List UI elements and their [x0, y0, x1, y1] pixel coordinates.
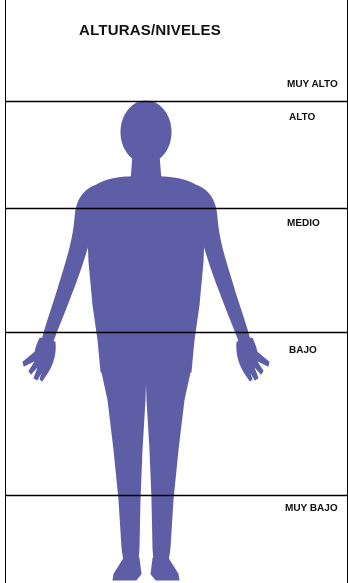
- human-silhouette: [23, 101, 269, 580]
- level-label-alto: ALTO: [289, 112, 315, 123]
- level-label-bajo: BAJO: [289, 345, 317, 356]
- right-leg: [146, 368, 191, 562]
- left-leg: [101, 368, 146, 562]
- level-label-muy-bajo: MUY BAJO: [285, 503, 338, 514]
- left-foot: [113, 558, 141, 580]
- head: [121, 101, 171, 163]
- diagram-title: ALTURAS/NIVELES: [0, 22, 324, 39]
- right-foot: [151, 558, 179, 580]
- right-hand: [237, 338, 269, 381]
- torso: [87, 177, 205, 372]
- level-label-muy-alto: MUY ALTO: [287, 79, 338, 90]
- left-hand: [23, 338, 55, 381]
- level-label-medio: MEDIO: [287, 218, 320, 229]
